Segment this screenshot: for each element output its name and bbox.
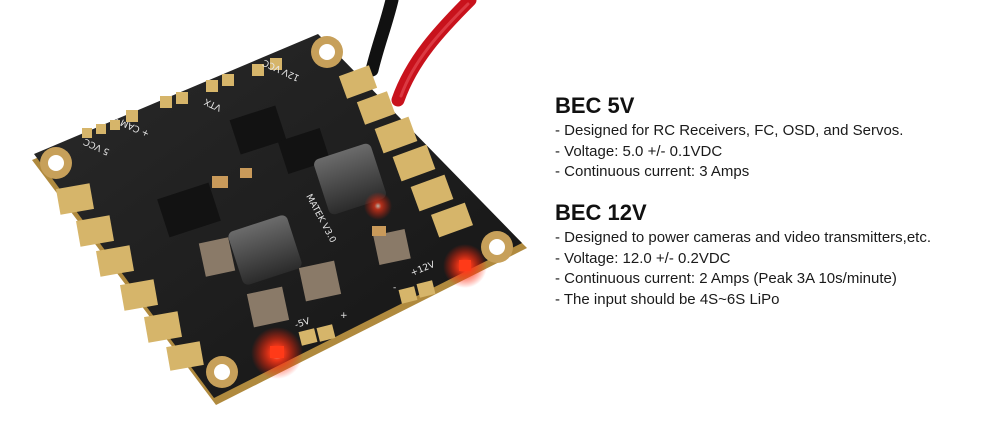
pdb-board-photo: VTX + CAM - 12V VCC 5 VCC MATEK V3.0 -5V…: [32, 0, 527, 405]
spec-line: - Designed for RC Receivers, FC, OSD, an…: [555, 122, 904, 139]
capacitors: [198, 168, 411, 328]
spec-line: - Voltage: 12.0 +/- 0.2VDC: [555, 249, 731, 267]
mounting-holes: [40, 36, 513, 388]
label-plus: +: [340, 311, 348, 321]
spec-line: - Voltage: 5.0 +/- 0.1VDC: [555, 142, 723, 160]
bec-12v-section: BEC 12V - Designed to power cameras and …: [555, 200, 931, 310]
solder-pads-top: [82, 58, 282, 138]
spec-line: - Continuous current: 3 Amps: [555, 163, 750, 180]
label-minus: -: [393, 283, 396, 293]
bec-12v-specs: - Designed to power cameras and video tr…: [555, 228, 931, 310]
bec-5v-title: BEC 5V: [555, 93, 635, 118]
bec-12v-title: BEC 12V: [555, 200, 647, 225]
solder-pads-right: [338, 65, 474, 238]
spec-line: - Designed to power cameras and video tr…: [555, 229, 932, 246]
bec-5v-section: BEC 5V - Designed for RC Receivers, FC, …: [555, 93, 903, 183]
solder-pads-left: [56, 183, 204, 371]
inductors: [228, 143, 386, 285]
power-wires: [365, 0, 477, 107]
spec-line: - The input should be 4S~6S LiPo: [555, 290, 780, 308]
solder-pads-bottom: [298, 280, 436, 346]
label-minus-5v: -5V: [294, 316, 312, 330]
bec-5v-specs: - Designed for RC Receivers, FC, OSD, an…: [555, 121, 903, 183]
spec-line: - Continuous current: 2 Amps (Peak 3A 10…: [555, 270, 897, 287]
red-leds: [251, 192, 487, 379]
